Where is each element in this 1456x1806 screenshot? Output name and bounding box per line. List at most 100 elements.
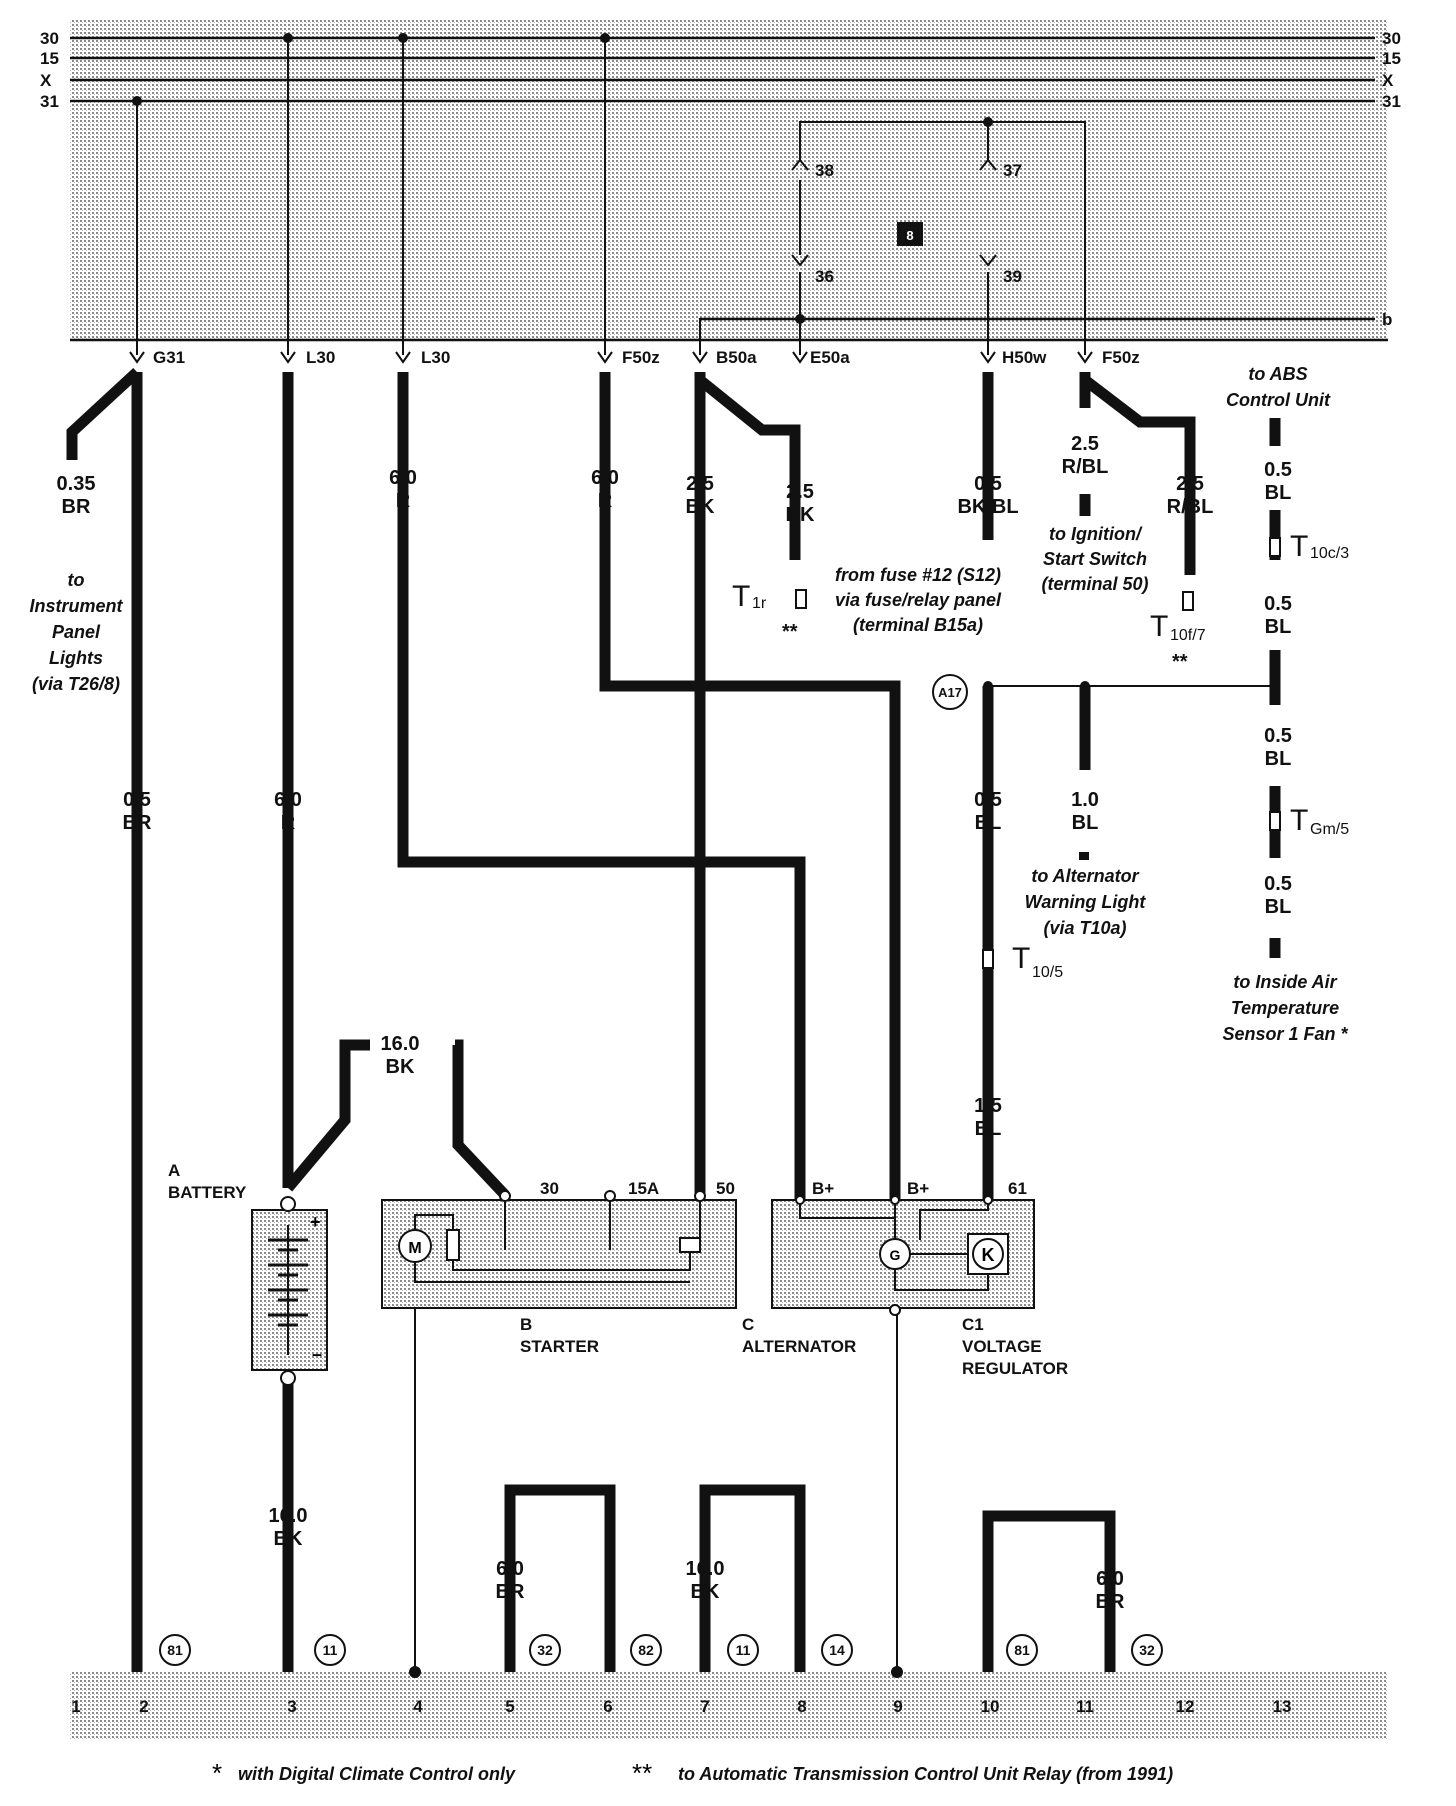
- track-3: 3: [287, 1697, 296, 1716]
- terminal-f50z-b: F50z: [1102, 348, 1140, 367]
- regulator-label-1: VOLTAGE: [962, 1337, 1042, 1356]
- track-numbers: 1 2 3 4 5 6 7 8 9 10 11 12 13: [71, 1697, 1291, 1716]
- generator-symbol: G: [890, 1247, 901, 1263]
- starter-term-30: 30: [540, 1179, 559, 1198]
- junction-39: 39: [1003, 267, 1022, 286]
- conn-t1r-stars: **: [782, 621, 798, 643]
- track-5: 5: [505, 1697, 514, 1716]
- track-6: 6: [603, 1697, 612, 1716]
- wires: [66, 367, 1281, 1672]
- wire-05bl-3-color: BL: [1265, 748, 1292, 770]
- alternator-label: ALTERNATOR: [742, 1337, 856, 1356]
- note-altwarn-0: to Alternator: [1031, 866, 1139, 886]
- note-inside-air-2: Sensor 1 Fan *: [1222, 1024, 1348, 1044]
- note-ignition-1: Start Switch: [1043, 549, 1147, 569]
- wire-05bl-abs-size: 0.5: [1264, 459, 1292, 481]
- note-abs-1: Control Unit: [1226, 390, 1331, 410]
- note-abs-0: to ABS: [1248, 364, 1307, 384]
- regulator-symbol: K: [982, 1245, 995, 1265]
- track-1: 1: [71, 1697, 80, 1716]
- bus-label-30-left: 30: [40, 29, 59, 48]
- wire-25rbl-a-size: 2.5: [1071, 433, 1099, 455]
- wire-05bl-3-size: 0.5: [1264, 725, 1292, 747]
- bus-label-31-left: 31: [40, 92, 59, 111]
- wire-60br-b-color: BR: [1096, 1591, 1125, 1613]
- wire-035-size: 0.35: [57, 473, 96, 495]
- note-instrument-3: Lights: [49, 648, 103, 668]
- terminal-e50a: E50a: [810, 348, 850, 367]
- wire-05bkbl-size: 0.5: [974, 473, 1002, 495]
- wire-160bk-g-color: BK: [691, 1581, 720, 1603]
- wire-60br-a-size: 6.0: [496, 1558, 524, 1580]
- wire-25rbl-a-color: R/BL: [1062, 456, 1109, 478]
- wire-05bl-2-color: BL: [1265, 616, 1292, 638]
- relay-marker-box: [897, 222, 923, 246]
- wire-60r-b-size: 6.0: [591, 467, 619, 489]
- wire-60br-b-size: 6.0: [1096, 1568, 1124, 1590]
- svg-text:+: +: [310, 1212, 321, 1232]
- footnote-double: to Automatic Transmission Control Unit R…: [678, 1764, 1173, 1784]
- wire-160bk-bat-color: BK: [274, 1528, 303, 1550]
- conn-t10c3-main: T: [1290, 530, 1308, 563]
- battery: + –: [251, 1196, 328, 1386]
- footnote-single: with Digital Climate Control only: [238, 1764, 516, 1784]
- junction-36: 36: [815, 267, 834, 286]
- note-inside-air-0: to Inside Air: [1233, 972, 1337, 992]
- starter-term-15a: 15A: [628, 1179, 659, 1198]
- wire-10bl-color: BL: [1072, 812, 1099, 834]
- ground-strip: [70, 1672, 1388, 1740]
- conn-t10f7-sub: 10f/7: [1170, 627, 1206, 644]
- bus-label-x-right: X: [1382, 71, 1394, 90]
- relay-marker: 8: [906, 228, 913, 243]
- track-11: 11: [1076, 1697, 1094, 1716]
- conn-t10f7-stars: **: [1172, 651, 1188, 673]
- battery-letter: A: [168, 1161, 180, 1180]
- note-fuse12-0: from fuse #12 (S12): [835, 565, 1001, 585]
- terminal-h50w: H50w: [1002, 348, 1047, 367]
- regulator-letter: C1: [962, 1315, 984, 1334]
- wire-035-color: BR: [62, 496, 91, 518]
- bus-label-15-left: 15: [40, 49, 59, 68]
- wire-25bk-b-color: BK: [786, 504, 815, 526]
- battery-label: BATTERY: [168, 1183, 247, 1202]
- note-instrument-0: to: [68, 570, 85, 590]
- wire-25bk-b-size: 2.5: [786, 481, 814, 503]
- ground-refs: [159, 1634, 1163, 1666]
- connector-glyphs: [795, 537, 1281, 969]
- note-altwarn-2: (via T10a): [1043, 918, 1126, 938]
- note-fuse12-1: via fuse/relay panel: [835, 590, 1002, 610]
- alternator: [771, 1195, 1035, 1316]
- note-ignition-0: to Ignition/: [1049, 524, 1143, 544]
- wire-05bkbl-color: BK/BL: [957, 496, 1018, 518]
- note-ignition-2: (terminal 50): [1041, 574, 1148, 594]
- alt-term-b2: B+: [907, 1179, 929, 1198]
- terminal-f50z-a: F50z: [622, 348, 660, 367]
- wire-25rbl-b-color: R/BL: [1167, 496, 1214, 518]
- starter-term-50: 50: [716, 1179, 735, 1198]
- wire-25bk-a-size: 2.5: [686, 473, 714, 495]
- bus-label-x-left: X: [40, 71, 52, 90]
- note-instrument-1: Instrument: [29, 596, 123, 616]
- footnote-double-star: **: [632, 1758, 652, 1788]
- terminal-b50a: B50a: [716, 348, 757, 367]
- wire-160bk-top-color: BK: [386, 1056, 415, 1078]
- track-12: 12: [1176, 1697, 1195, 1716]
- wire-05bl-a17-size: 0.5: [974, 789, 1002, 811]
- wire-05bl-a17-color: BL: [975, 812, 1002, 834]
- wire-60r-c-color: R: [281, 812, 296, 834]
- bus-label-b: b: [1382, 310, 1392, 329]
- track-4: 4: [413, 1697, 423, 1716]
- starter: [381, 1190, 737, 1309]
- track-13: 13: [1273, 1697, 1292, 1716]
- ground-ref-14: 14: [829, 1642, 845, 1658]
- panel-taps: [129, 33, 1093, 364]
- track-7: 7: [700, 1697, 709, 1716]
- conn-a17: A17: [938, 685, 962, 700]
- ground-ref-81-b: 81: [1014, 1642, 1030, 1658]
- wire-60br-a-color: BR: [496, 1581, 525, 1603]
- wire-05br-color: BR: [123, 812, 152, 834]
- regulator-label-2: REGULATOR: [962, 1359, 1068, 1378]
- wire-15bl-size: 1.5: [974, 1095, 1002, 1117]
- track-8: 8: [797, 1697, 806, 1716]
- terminal-g31: G31: [153, 348, 185, 367]
